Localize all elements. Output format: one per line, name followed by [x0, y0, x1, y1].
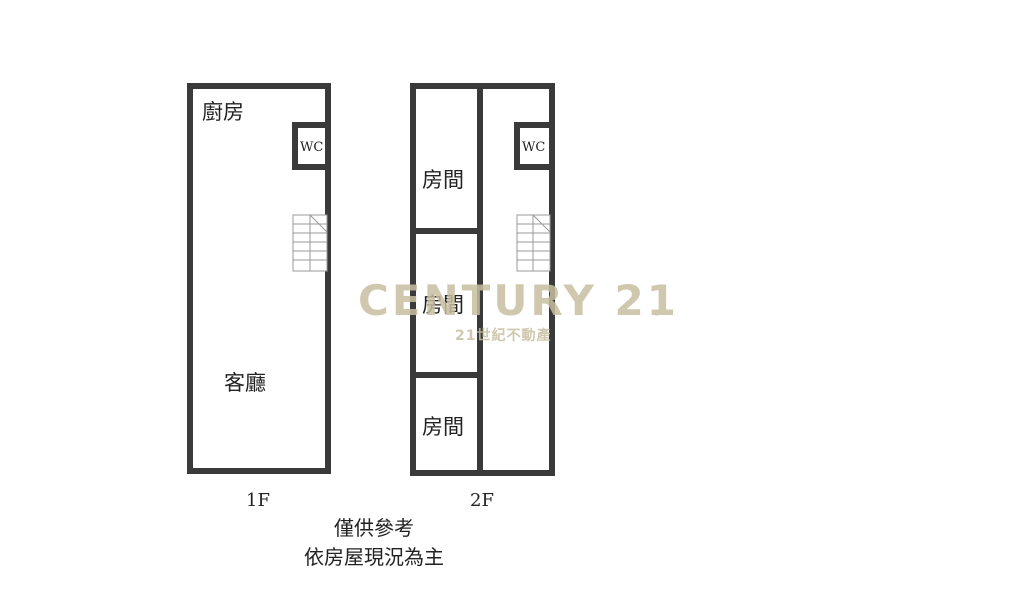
floor-1-kitchen-label: 廚房: [202, 100, 244, 124]
floor-1-label: 1F: [246, 490, 270, 511]
floor-1-wc-label: WC: [300, 140, 323, 155]
floor-1-living-room-label: 客廳: [224, 371, 266, 395]
disclaimer-line-2: 依房屋現況為主: [304, 545, 444, 569]
floor-2-wc-label: WC: [522, 140, 545, 155]
floor-2-wc-wall: [514, 122, 555, 170]
floor-2-label: 2F: [470, 490, 494, 511]
century21-watermark: CENTURY 21 ® 21世紀不動產: [358, 276, 679, 344]
floor-1-wc-wall: [292, 122, 331, 170]
floor-2-room-middle-label: 房間: [422, 293, 464, 317]
watermark-registered-mark: ®: [652, 309, 661, 319]
floor-1-outer-wall: [187, 83, 331, 474]
disclaimer-line-1: 僅供參考: [334, 516, 414, 540]
floor-2-room-bottom-label: 房間: [422, 415, 464, 439]
floor-1-stairs-icon: [292, 214, 328, 272]
floor-1-plan: WC 廚房 客廳 1F: [187, 83, 331, 511]
watermark-brand: CENTURY 21: [358, 276, 679, 325]
watermark-subtitle: 21世紀不動產: [455, 327, 551, 344]
disclaimer-note: 僅供參考 依房屋現況為主: [260, 514, 488, 572]
floor-2-stairs-icon: [516, 214, 551, 272]
floor-2-room-top-label: 房間: [422, 168, 464, 192]
floor-2-plan: WC 房間 房間 房間 2F: [410, 83, 555, 511]
